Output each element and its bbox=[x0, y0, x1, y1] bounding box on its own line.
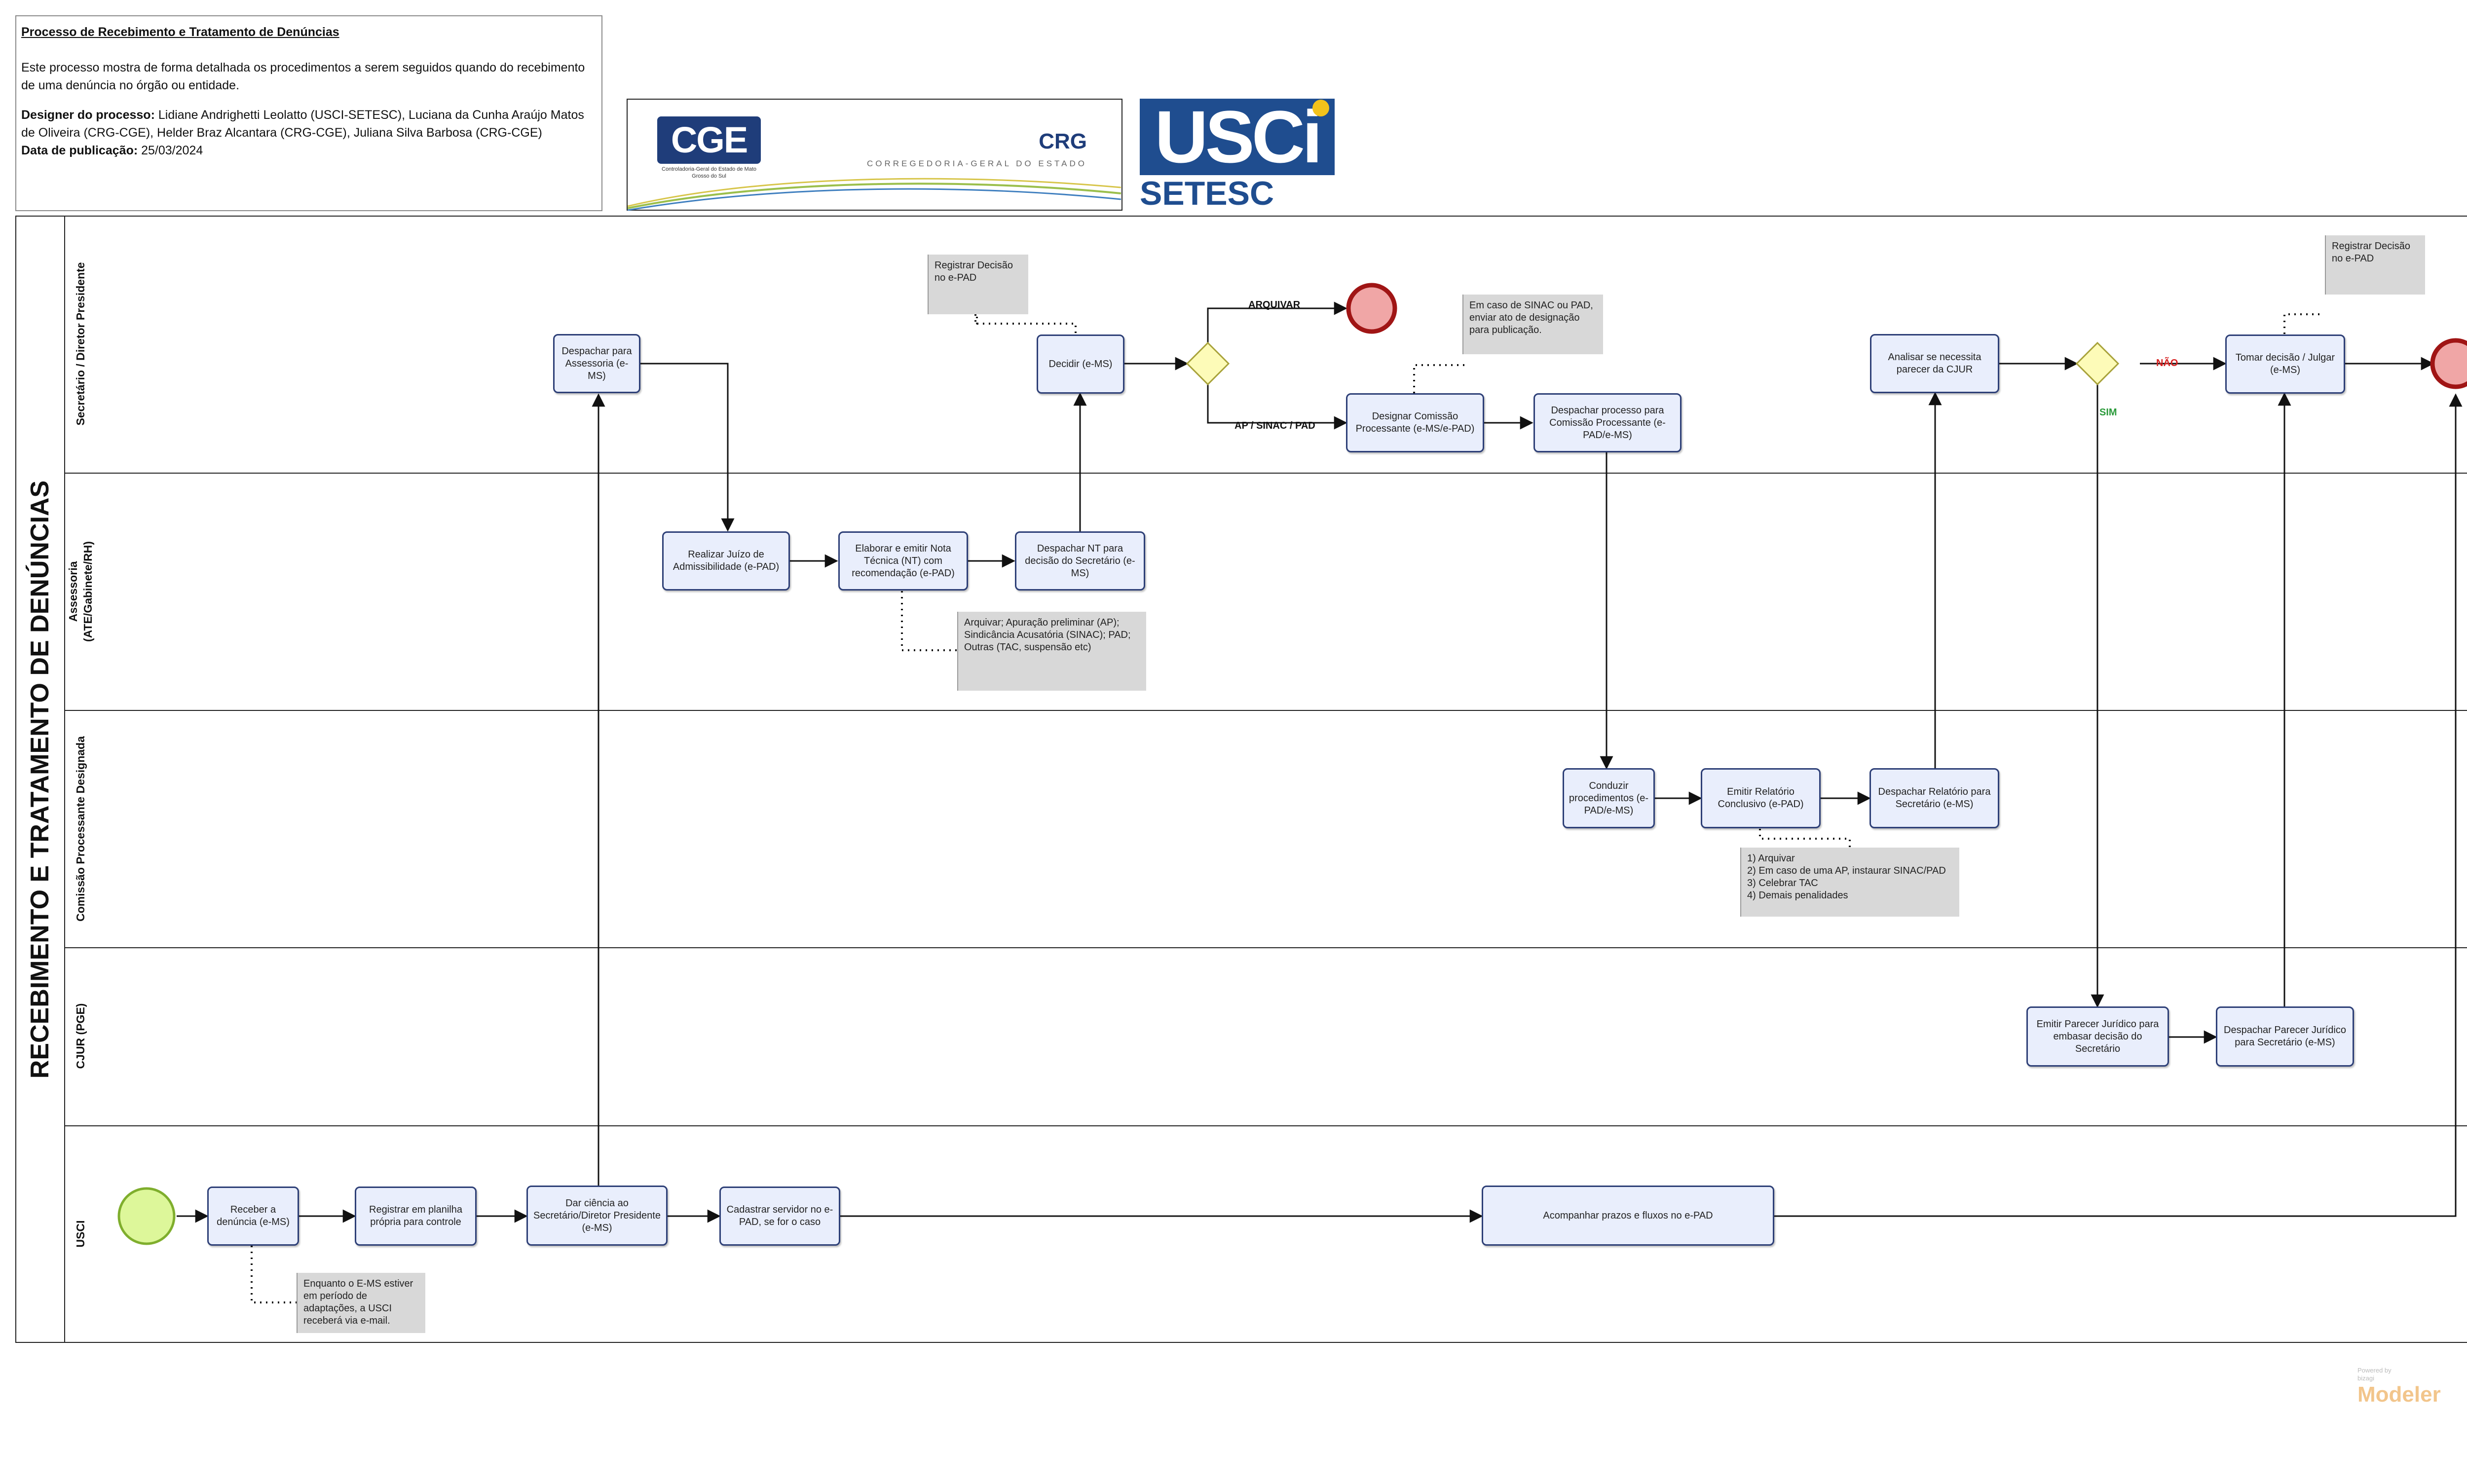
flow-despachar-assessoria-to-juizo bbox=[640, 363, 735, 532]
flow-label-arquivar: ARQUIVAR bbox=[1248, 299, 1301, 310]
assoc-elaborar-nt-note bbox=[901, 591, 957, 651]
bizagi-modeler-watermark: Powered by bizagi Modeler bbox=[2354, 1367, 2467, 1411]
task-analisar-cjur[interactable]: Analisar se necessita parecer da CJUR bbox=[1870, 334, 1999, 393]
process-description: Este processo mostra de forma detalhada … bbox=[21, 61, 585, 92]
task-conduzir[interactable]: Conduzir procedimentos (e-PAD/e-MS) bbox=[1563, 768, 1655, 828]
process-pool bbox=[15, 216, 2467, 1343]
note-relatorio-opcoes: 1) Arquivar 2) Em caso de uma AP, instau… bbox=[1740, 848, 1959, 917]
start-event bbox=[117, 1187, 176, 1245]
note-registrar-decisao-1: Registrar Decisão no e-PAD bbox=[928, 255, 1028, 314]
task-despachar-assessoria[interactable]: Despachar para Assessoria (e-MS) bbox=[553, 334, 640, 393]
assoc-relatorio-note bbox=[1759, 829, 1851, 848]
pool-header bbox=[15, 216, 65, 1343]
assoc-tomar-decisao-note bbox=[2283, 313, 2324, 334]
lane-divider-3 bbox=[65, 947, 2467, 948]
lane-divider-1 bbox=[65, 473, 2467, 474]
date-value: 25/03/2024 bbox=[141, 144, 203, 157]
process-info-box: Processo de Recebimento e Tratamento de … bbox=[15, 15, 602, 211]
task-despachar-parecer[interactable]: Despachar Parecer Jurídico para Secretár… bbox=[2216, 1006, 2354, 1067]
task-designar-comissao[interactable]: Designar Comissão Processante (e-MS/e-PA… bbox=[1346, 393, 1484, 452]
flow-label-ap-sinac-pad: AP / SINAC / PAD bbox=[1234, 420, 1315, 431]
end-event-final bbox=[2430, 338, 2467, 389]
gateway-decisao bbox=[1186, 341, 1230, 386]
usci-logo-dot bbox=[1312, 100, 1329, 116]
task-decidir[interactable]: Decidir (e-MS) bbox=[1037, 334, 1124, 394]
crg-logo: CRG bbox=[1039, 129, 1087, 153]
note-registrar-decisao-2: Registrar Decisão no e-PAD bbox=[2325, 235, 2425, 295]
assoc-receber-note bbox=[251, 1246, 297, 1303]
task-receber-denuncia[interactable]: Receber a denúncia (e-MS) bbox=[207, 1187, 299, 1246]
process-date: Data de publicação: 25/03/2024 bbox=[21, 142, 597, 159]
task-emitir-parecer[interactable]: Emitir Parecer Jurídico para embasar dec… bbox=[2026, 1006, 2169, 1067]
flow-acompanhar-to-end bbox=[1774, 393, 2463, 1217]
process-designers: Designer do processo: Lidiane Andrighett… bbox=[21, 106, 597, 142]
lane-divider-4 bbox=[65, 1125, 2467, 1126]
task-registrar-planilha[interactable]: Registrar em planilha própria para contr… bbox=[355, 1187, 477, 1246]
designer-value: Lidiane Andrighetti Leolatto (USCI-SETES… bbox=[21, 108, 584, 140]
date-label: Data de publicação: bbox=[21, 144, 138, 157]
gateway-parecer-cjur bbox=[2075, 341, 2120, 386]
task-despachar-relatorio[interactable]: Despachar Relatório para Secretário (e-M… bbox=[1869, 768, 1999, 828]
task-dar-ciencia[interactable]: Dar ciência ao Secretário/Diretor Presid… bbox=[526, 1186, 668, 1246]
assoc-dummy bbox=[975, 317, 978, 325]
designer-label: Designer do processo: bbox=[21, 108, 155, 122]
flow-gateway-to-arquivar-end bbox=[1207, 301, 1347, 343]
task-despachar-nt[interactable]: Despachar NT para decisão do Secretário … bbox=[1015, 531, 1145, 591]
task-tomar-decisao[interactable]: Tomar decisão / Julgar (e-MS) bbox=[2225, 334, 2345, 394]
end-event-arquivar bbox=[1346, 283, 1397, 334]
crg-logo-subtitle: CORREGEDORIA-GERAL DO ESTADO bbox=[866, 159, 1087, 168]
task-emitir-relatorio[interactable]: Emitir Relatório Conclusivo (e-PAD) bbox=[1701, 768, 1821, 828]
process-title: Processo de Recebimento e Tratamento de … bbox=[21, 25, 339, 39]
usci-logo: USCi bbox=[1140, 99, 1335, 175]
note-arquivar-opcoes: Arquivar; Apuração preliminar (AP); Sind… bbox=[957, 612, 1146, 691]
task-cadastrar-servidor[interactable]: Cadastrar servidor no e-PAD, se for o ca… bbox=[719, 1187, 840, 1246]
note-email: Enquanto o E-MS estiver em período de ad… bbox=[297, 1273, 425, 1333]
task-acompanhar-prazos[interactable]: Acompanhar prazos e fluxos no e-PAD bbox=[1482, 1186, 1774, 1246]
task-despachar-comissao[interactable]: Despachar processo para Comissão Process… bbox=[1533, 393, 1682, 452]
task-elaborar-nt[interactable]: Elaborar e emitir Nota Técnica (NT) com … bbox=[838, 531, 968, 591]
assoc-decidir-note bbox=[977, 323, 1077, 335]
cge-logo: CGE bbox=[657, 116, 761, 164]
flow-label-nao: NÃO bbox=[2156, 358, 2178, 369]
setesc-logo: SETESC bbox=[1140, 175, 1274, 212]
cge-crg-logo-box: CGE Controladoria-Geral do Estado de Mat… bbox=[627, 99, 1122, 211]
bizagi-powered-by: Powered by bizagi bbox=[2357, 1367, 2392, 1382]
bizagi-modeler-label: Modeler bbox=[2357, 1382, 2441, 1407]
note-sinac-pad: Em caso de SINAC ou PAD, enviar ato de d… bbox=[1462, 295, 1603, 354]
lane-divider-2 bbox=[65, 710, 2467, 711]
flow-label-sim: SIM bbox=[2099, 407, 2117, 418]
flow-gateway-to-designar bbox=[1207, 384, 1347, 430]
logo-wave-decoration bbox=[628, 178, 1121, 211]
cge-logo-subtitle: Controladoria-Geral do Estado de Mato Gr… bbox=[662, 166, 756, 179]
assoc-designar-note bbox=[1413, 364, 1465, 393]
task-juizo-admissibilidade[interactable]: Realizar Juízo de Admissibilidade (e-PAD… bbox=[662, 531, 790, 591]
